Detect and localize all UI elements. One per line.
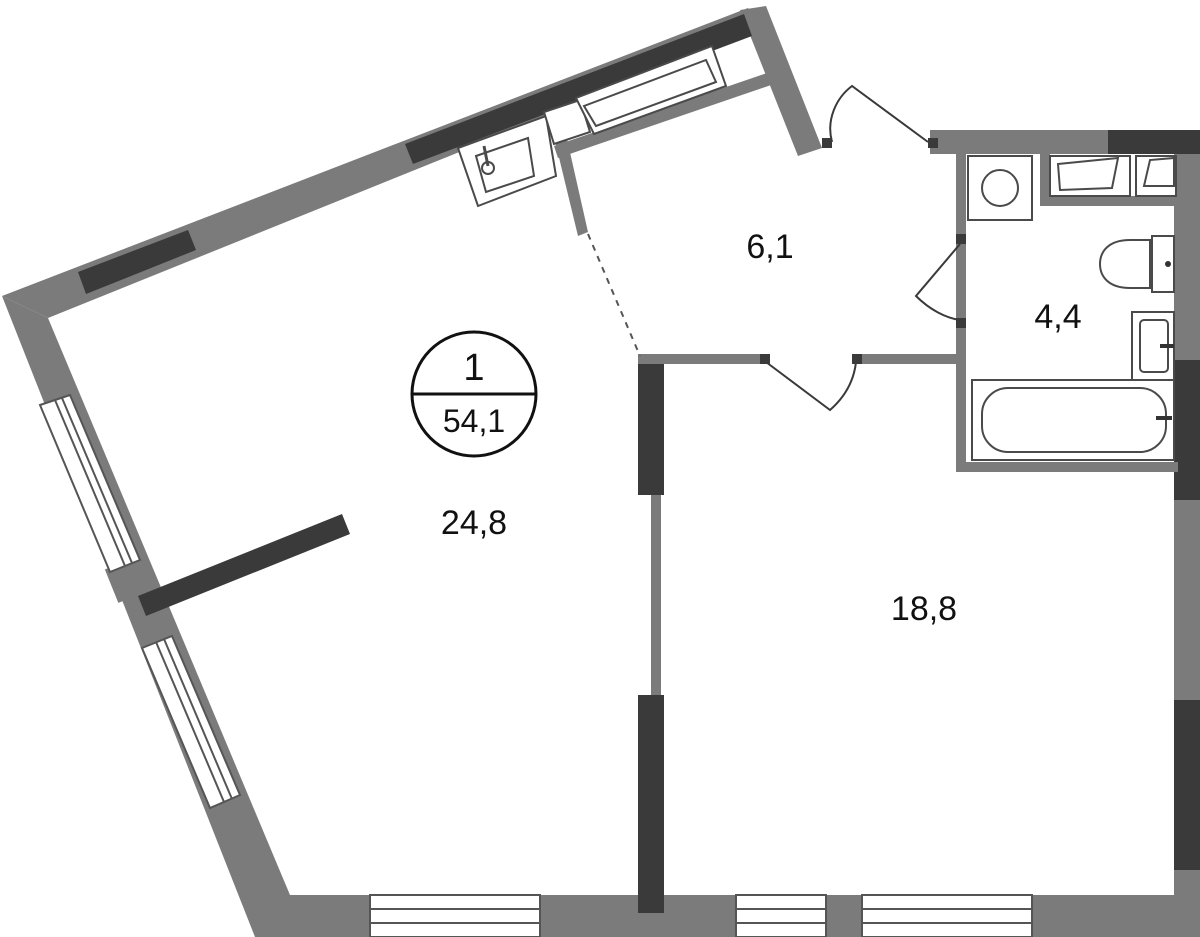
bedroom-area: 18,8 bbox=[891, 590, 957, 628]
windows bbox=[38, 393, 1033, 937]
apartment-badge: 1 54,1 bbox=[410, 330, 538, 458]
kitchen-fixtures bbox=[456, 44, 728, 208]
structural-walls bbox=[78, 14, 1200, 913]
doors bbox=[760, 84, 966, 412]
bathroom-area: 4,4 bbox=[1034, 298, 1081, 336]
hall-area: 6,1 bbox=[746, 228, 793, 266]
bathroom-fixtures bbox=[967, 155, 1177, 461]
total-area: 54,1 bbox=[443, 403, 505, 439]
washing-machine-icon bbox=[981, 169, 1019, 207]
open-passage-line bbox=[587, 233, 641, 357]
toilet-icon bbox=[1098, 239, 1151, 289]
interior-walls bbox=[104, 72, 1178, 695]
rooms-count: 1 bbox=[463, 347, 484, 389]
living-room-area: 24,8 bbox=[441, 504, 507, 542]
